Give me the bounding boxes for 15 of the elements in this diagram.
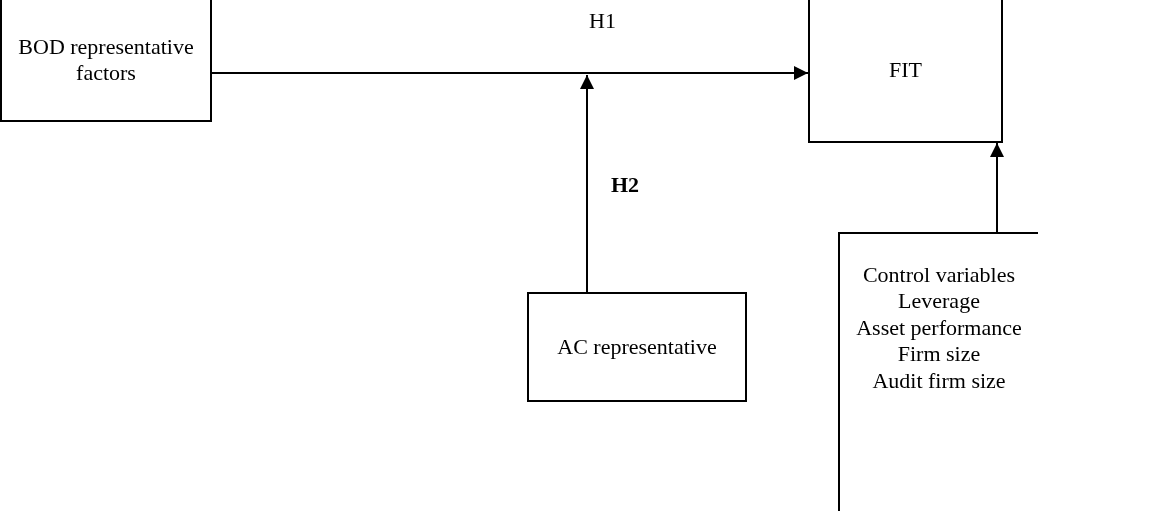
node-text: Asset performance <box>856 314 1022 342</box>
node-text: FIT <box>889 57 922 84</box>
open-box <box>838 232 1038 511</box>
node-text: Firm size <box>897 341 981 368</box>
node-text: BOD representative factors <box>17 33 195 87</box>
arrow <box>580 74 594 293</box>
arrow <box>211 66 809 80</box>
process-box <box>808 0 1003 143</box>
node-text: Audit firm size <box>872 367 1006 394</box>
node-text: Control variables <box>862 262 1016 289</box>
node-text: AC representative <box>557 333 717 361</box>
process-box <box>527 292 747 402</box>
process-box <box>0 0 212 122</box>
arrow <box>990 142 1004 233</box>
node-text: Leverage <box>898 288 980 315</box>
